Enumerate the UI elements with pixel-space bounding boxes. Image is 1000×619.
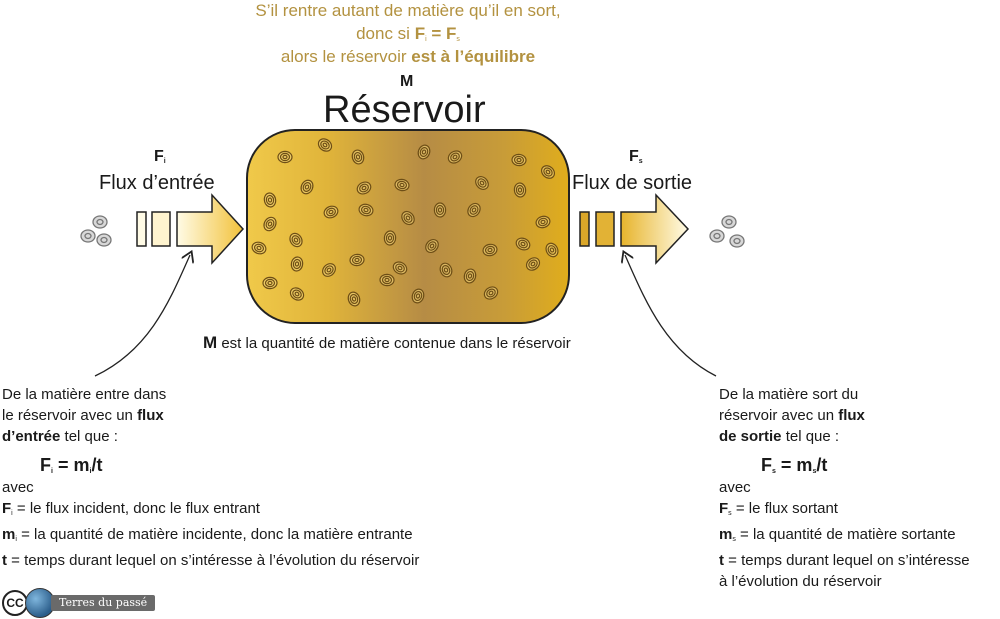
particle-swirl <box>323 205 339 219</box>
inflow-arrow <box>136 193 245 265</box>
footer-logo: CC Terres du passé <box>2 588 156 618</box>
inflow-label: Flux d’entrée <box>99 172 215 194</box>
particle-swirl <box>467 202 481 218</box>
particle-swirl <box>317 138 333 152</box>
particle-swirl <box>349 253 365 267</box>
header-line-1: S’il rentre autant de matière qu’il en s… <box>255 1 561 20</box>
reservoir-title: Réservoir <box>323 89 486 131</box>
particle-swirl <box>251 241 267 255</box>
particle-swirl <box>475 176 489 190</box>
particle-swirl <box>394 178 410 192</box>
particle-swirl <box>289 232 303 248</box>
reservoir-caption: M est la quantité de matière contenue da… <box>203 333 571 352</box>
particle-swirl <box>545 242 559 258</box>
particle-swirl <box>263 216 277 232</box>
inflow-definitions: avec Fi = le flux incident, donc le flux… <box>2 479 420 569</box>
particle-swirl <box>463 268 477 284</box>
inflow-pointer-arrow <box>94 255 190 377</box>
outflow-symbol: Fs <box>629 148 643 165</box>
inflow-note: De la matière entre dans le réservoir av… <box>2 386 167 445</box>
particle-swirl <box>347 291 361 307</box>
particle-swirl <box>482 243 498 257</box>
header-line-2: donc si Fi = Fs <box>356 24 460 43</box>
particle-swirl <box>411 288 425 304</box>
particle-swirl <box>483 286 499 300</box>
particle-swirl <box>535 215 551 229</box>
particle-swirl <box>513 182 527 198</box>
particle-swirl <box>356 181 372 195</box>
particle-swirl <box>300 179 314 195</box>
particle-swirl <box>262 276 278 290</box>
outflow-pointer-arrow <box>625 255 717 377</box>
particle-swirl <box>290 256 304 272</box>
particle-swirl <box>277 150 293 164</box>
cc-license-icon: CC <box>2 590 28 616</box>
outflow-label: Flux de sortie <box>572 172 693 194</box>
particle-swirl <box>392 261 408 275</box>
particle-swirl <box>417 144 431 160</box>
particle-swirl <box>322 263 336 277</box>
particle-swirl <box>540 165 556 179</box>
inflow-symbol: Fi <box>154 148 166 165</box>
particle-swirl <box>525 257 541 271</box>
outflow-particles <box>709 215 745 248</box>
particle-swirl <box>289 287 305 301</box>
particle-swirl <box>358 203 374 217</box>
particle-swirl <box>515 237 531 251</box>
reservoir-symbol: M <box>400 73 414 90</box>
particle-swirl <box>401 210 415 226</box>
particle-swirl <box>263 192 277 208</box>
header-line-3: alors le réservoir est à l’équilibre <box>280 47 536 66</box>
particle-swirl <box>425 238 439 254</box>
outflow-definitions: avec Fs = le flux sortant ms = la quanti… <box>719 479 970 590</box>
particle-swirl <box>439 262 453 278</box>
particle-swirl <box>351 149 365 165</box>
outflow-formula: Fs = ms/t <box>761 455 828 475</box>
particle-swirl <box>433 202 447 218</box>
particle-swirl <box>511 153 527 167</box>
particle-swirl <box>379 273 395 287</box>
particle-swirl <box>447 150 463 164</box>
outflow-note: De la matière sort du réservoir avec un … <box>719 386 865 445</box>
brand-name: Terres du passé <box>51 595 156 611</box>
particle-swirl <box>383 230 397 246</box>
inflow-particles <box>80 215 112 247</box>
inflow-formula: Fi = mi/t <box>40 455 103 475</box>
outflow-arrow <box>579 193 690 265</box>
reservoir-particles <box>251 138 559 307</box>
